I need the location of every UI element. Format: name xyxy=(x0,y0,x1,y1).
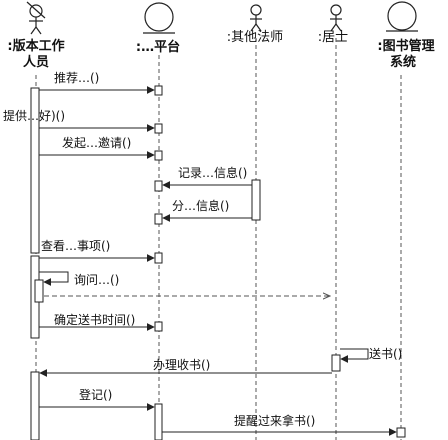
message-label: 办理收书() xyxy=(153,357,210,372)
activation-p2 xyxy=(154,85,163,96)
activation-p2 xyxy=(154,213,163,225)
activation-p2 xyxy=(154,252,163,264)
activation-p2 xyxy=(154,403,163,440)
participant-p3-name: :其他法师 xyxy=(227,30,283,45)
participant-p4 xyxy=(330,4,342,32)
message-label: 询问…() xyxy=(74,273,119,287)
participant-p4-name: :居士 xyxy=(318,30,348,45)
message-label: 提供…好)() xyxy=(3,108,65,123)
entity-icon xyxy=(386,1,418,32)
activation-p2 xyxy=(154,123,163,134)
participant-p2 xyxy=(143,2,175,34)
activation-p3 xyxy=(251,179,261,221)
participant-p2-name: :…平台 xyxy=(136,39,180,55)
activation-p4 xyxy=(331,354,341,372)
participant-p1 xyxy=(26,1,46,35)
message-label: 查看…事项() xyxy=(41,239,110,253)
participant-p1-name-2: 人员 xyxy=(23,54,49,70)
actor-icon xyxy=(250,4,262,32)
actor-icon xyxy=(26,1,46,35)
message-label: 分…信息() xyxy=(172,198,229,213)
message-label: 记录…信息() xyxy=(178,165,247,180)
message-label: 登记() xyxy=(79,387,112,402)
activation-p2 xyxy=(154,150,163,161)
message-label: 确定送书时间() xyxy=(54,312,135,327)
self-message-arrow xyxy=(39,271,69,286)
self-message-arrow xyxy=(340,348,369,363)
message-label: 发起…邀请() xyxy=(62,135,131,150)
activation-p1 xyxy=(30,371,40,440)
participant-p1-name: :版本工作 xyxy=(7,38,64,54)
activation-p1 xyxy=(30,87,40,254)
activation-p2 xyxy=(154,321,163,332)
activation-p5 xyxy=(396,427,406,438)
actor-icon xyxy=(330,4,342,32)
participant-p3 xyxy=(250,4,262,32)
participant-p5 xyxy=(386,1,418,32)
entity-icon xyxy=(143,2,175,34)
activation-p1-nested xyxy=(34,279,44,303)
participant-p5-name: :图书管理 xyxy=(377,38,434,54)
message-label: 推荐…() xyxy=(54,71,99,85)
activation-p2 xyxy=(154,180,163,192)
message-label: 送书() xyxy=(369,346,402,361)
participant-p5-name-2: 系统 xyxy=(390,54,416,70)
message-label: 提醒过来拿书() xyxy=(234,413,315,428)
